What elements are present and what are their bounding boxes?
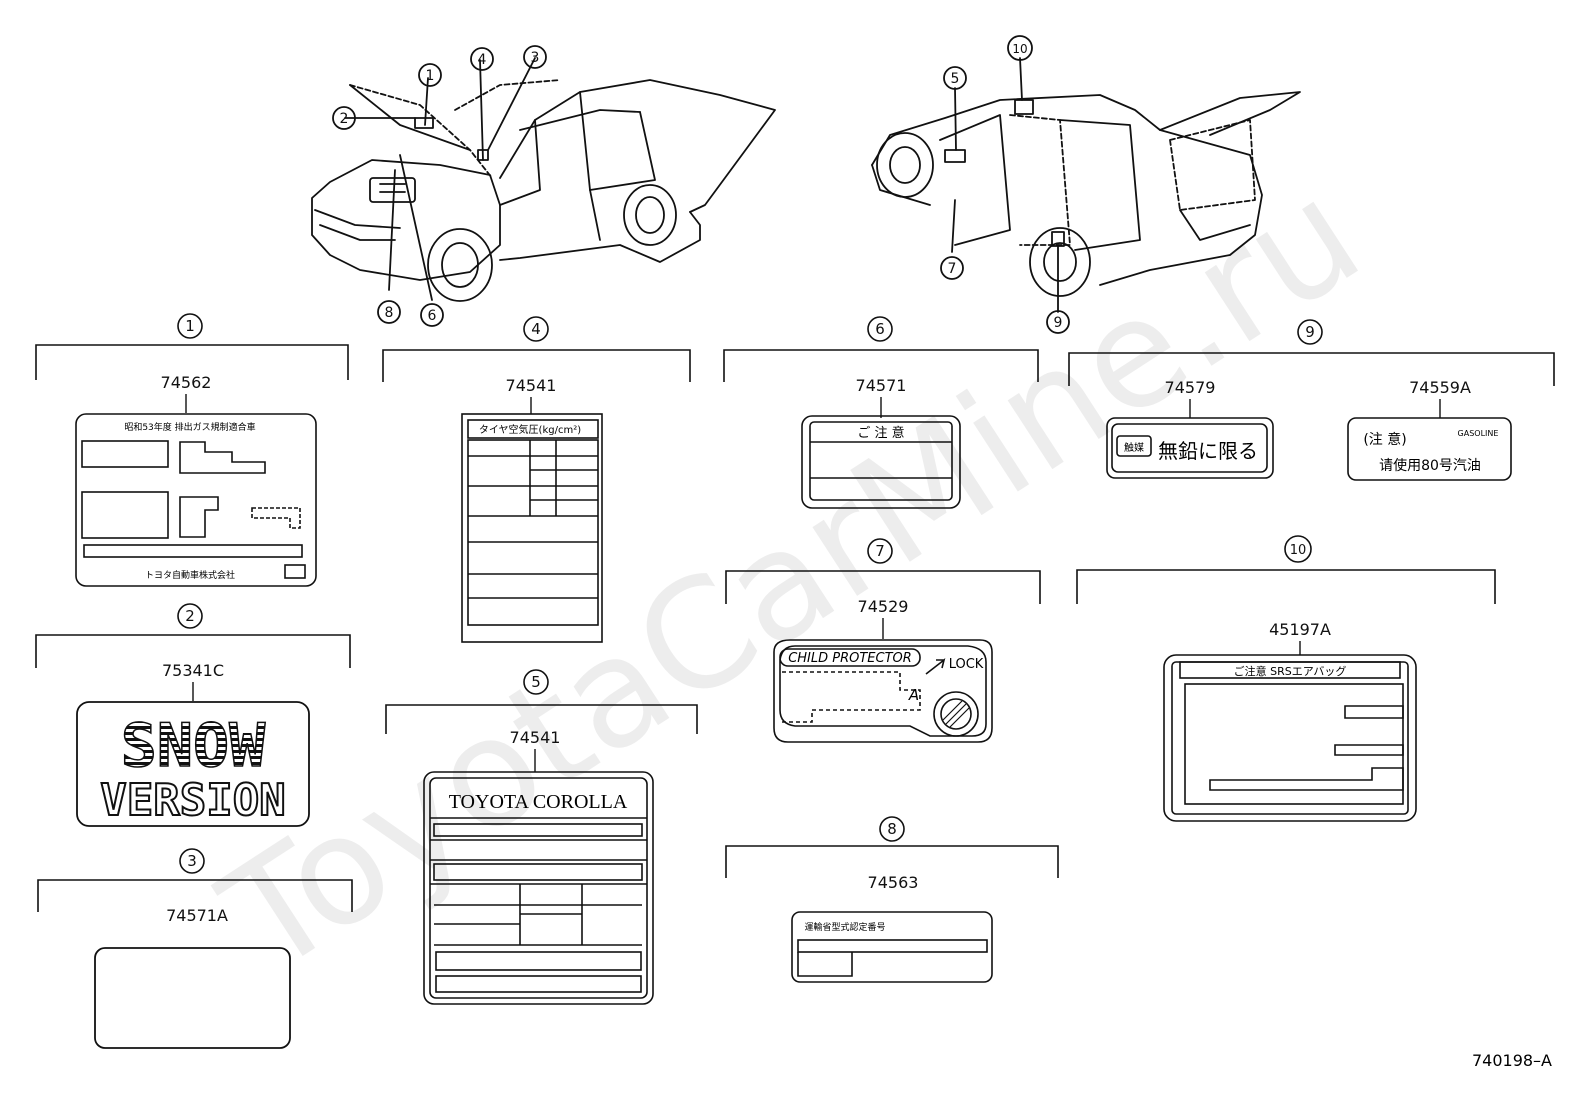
callout-8: 8 bbox=[385, 305, 394, 321]
child-protector-text: CHILD PROTECTOR bbox=[788, 651, 912, 666]
label-gasoline-74559a bbox=[1347, 417, 1512, 481]
section-marker-1: 1 bbox=[185, 317, 195, 335]
label-blank-74571a bbox=[94, 947, 291, 1049]
section-marker-5: 5 bbox=[531, 673, 541, 691]
part-number-74571a: 74571A bbox=[166, 906, 228, 925]
gasoline-text: 请使用80号汽油 bbox=[1379, 457, 1481, 474]
section-brackets bbox=[35, 344, 1555, 912]
section-marker-7: 7 bbox=[875, 542, 885, 560]
label-model-74541 bbox=[423, 771, 654, 1005]
gasoline-header: (注 意) bbox=[1363, 431, 1406, 448]
part-number-74559a: 74559A bbox=[1409, 378, 1471, 397]
section-marker-9: 9 bbox=[1305, 323, 1315, 341]
tire-header: タイヤ空気圧(kg/cm²) bbox=[479, 423, 581, 436]
part-number-74563: 74563 bbox=[868, 873, 919, 892]
lock-marker: A bbox=[908, 686, 919, 704]
snow-text: SNOW bbox=[121, 711, 266, 781]
part-number-75341c: 75341C bbox=[162, 661, 224, 680]
rear-car-illustration bbox=[871, 57, 1301, 313]
section-marker-8: 8 bbox=[887, 820, 897, 838]
callout-1: 1 bbox=[426, 68, 435, 84]
callout-7: 7 bbox=[948, 261, 957, 277]
section-marker-4: 4 bbox=[531, 320, 541, 338]
label-snow-version-75341c: SNOW VERSION bbox=[76, 701, 310, 827]
part-number-74562: 74562 bbox=[161, 373, 212, 392]
part-number-74529: 74529 bbox=[858, 597, 909, 616]
part-number-74571: 74571 bbox=[856, 376, 907, 395]
part-number-74541-b: 74541 bbox=[510, 728, 561, 747]
label-child-protector-74529 bbox=[773, 639, 993, 743]
callout-2: 2 bbox=[340, 111, 349, 127]
section-marker-10: 10 bbox=[1290, 543, 1307, 558]
label-caution-74571 bbox=[801, 415, 961, 509]
label-tire-pressure-74541 bbox=[461, 413, 603, 643]
callout-markers bbox=[332, 35, 1070, 334]
model-name: TOYOTA COROLLA bbox=[449, 791, 628, 813]
type-approval-text: 運輸省型式認定番号 bbox=[804, 921, 885, 933]
callout-numbers: 1 2 3 4 5 6 7 8 9 10 bbox=[340, 42, 1063, 331]
caution-header: ご 注 意 bbox=[857, 425, 904, 441]
label-emission-74562 bbox=[75, 413, 317, 587]
part-number-74541-a: 74541 bbox=[506, 376, 557, 395]
watermark: ToyotaCarMine.ru bbox=[195, 147, 1390, 1007]
lock-text: LOCK bbox=[949, 657, 984, 672]
label-type-approval-74563 bbox=[791, 911, 993, 983]
part-number-74579: 74579 bbox=[1165, 378, 1216, 397]
callout-10: 10 bbox=[1012, 42, 1027, 56]
section-marker-6: 6 bbox=[875, 320, 885, 338]
section-marker-2: 2 bbox=[185, 607, 195, 625]
callout-3: 3 bbox=[531, 50, 540, 66]
version-text: VERSION bbox=[100, 775, 285, 826]
label-unleaded-74579 bbox=[1106, 417, 1274, 479]
part-number-45197a: 45197A bbox=[1269, 620, 1331, 639]
emission-header: 昭和53年度 排出ガス規制適合車 bbox=[124, 421, 255, 433]
gasoline-tag: GASOLINE bbox=[1458, 429, 1499, 438]
srs-header: ご注意 SRSエアバッグ bbox=[1234, 664, 1347, 678]
unleaded-text: 無鉛に限る bbox=[1158, 439, 1258, 463]
emission-footer: トヨタ自動車株式会社 bbox=[145, 569, 235, 581]
section-marker-3: 3 bbox=[187, 852, 197, 870]
callout-9: 9 bbox=[1054, 315, 1063, 331]
callout-6: 6 bbox=[428, 308, 437, 324]
diagram-code: 740198–A bbox=[1472, 1051, 1552, 1070]
callout-4: 4 bbox=[478, 52, 487, 68]
label-srs-airbag-45197a bbox=[1163, 654, 1417, 822]
front-car-illustration bbox=[311, 57, 776, 302]
catalyst-box-text: 触媒 bbox=[1124, 441, 1144, 454]
callout-5: 5 bbox=[951, 71, 960, 87]
